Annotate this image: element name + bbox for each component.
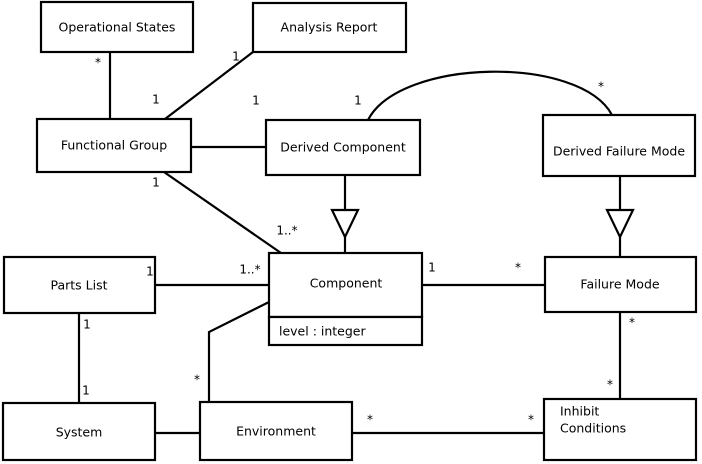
class-label-failure-mode: Failure Mode [580,277,659,292]
class-component[interactable]: Component level : integer [267,251,424,347]
multiplicity-layer: * 1 1 1 1 * 1 1..* 1 1..* 1 * 1 * 1 * * … [82,50,635,427]
class-environment[interactable]: Environment [198,400,354,462]
assoc-component-environment[interactable] [207,301,270,402]
multiplicity-environment-inhibit-conditions-near-inhibit: * [528,413,534,427]
gen-arrowhead-failure-mode [605,208,635,240]
multiplicity-derived-component-derived-failure-mode: 1 [354,94,362,108]
multiplicity-parts-list-system-near-parts-list: 1 [83,318,91,332]
class-box-functional-group[interactable] [35,117,193,174]
class-operational-states[interactable]: Operational States [39,0,195,54]
class-system[interactable]: System [1,401,157,462]
multiplicity-derived-failure-mode-derived-component: * [598,80,604,94]
generalization-layer [330,175,635,257]
class-label-inhibit-conditions-line2: Conditions [560,421,626,436]
association-layer [77,51,622,435]
class-box-inhibit-conditions[interactable] [542,397,698,462]
class-label-component: Component [310,276,383,291]
multiplicity-parts-list-component-near-parts-list: 1 [146,265,154,279]
class-box-derived-failure-mode[interactable] [541,113,697,178]
class-label-parts-list: Parts List [50,278,107,293]
assoc-functional-group-analysis-report[interactable] [164,51,254,120]
class-functional-group[interactable]: Functional Group [35,117,193,174]
multiplicity-environment-inhibit-conditions-near-environment: * [367,413,373,427]
multiplicity-functional-group-analysis-report-near-report: 1 [232,50,240,64]
class-box-derived-component[interactable] [264,118,422,177]
multiplicity-failure-mode-inhibit-conditions-near-failure-mode: * [629,316,635,330]
assoc-derived-component-derived-failure-mode[interactable] [367,70,613,121]
class-box-analysis-report[interactable] [251,1,408,54]
class-attribute-component-level: level : integer [279,324,366,339]
multiplicity-operational-states-functional-group: * [95,56,101,70]
multiplicity-component-functional-group: 1..* [276,224,297,238]
multiplicity-parts-list-system-near-system: 1 [82,384,90,398]
class-box-environment[interactable] [198,400,354,462]
multiplicity-functional-group-analysis-report-near-group: 1 [152,93,160,107]
class-label-functional-group: Functional Group [61,138,167,153]
class-label-environment: Environment [236,424,316,439]
multiplicity-parts-list-component-near-component: 1..* [239,263,260,277]
class-parts-list[interactable]: Parts List [2,255,157,315]
gen-arrowhead-component [330,208,360,240]
multiplicity-component-environment-near-environment: * [194,373,200,387]
multiplicity-component-failure-mode-near-failure-mode: * [515,261,521,275]
class-failure-mode[interactable]: Failure Mode [543,255,698,314]
class-box-parts-list[interactable] [2,255,157,315]
class-inhibit-conditions[interactable]: Inhibit Conditions [542,397,698,462]
class-box-system[interactable] [1,401,157,462]
class-label-analysis-report: Analysis Report [281,20,378,35]
class-label-derived-failure-mode: Derived Failure Mode [553,144,685,159]
class-label-inhibit-conditions-line1: Inhibit [560,404,599,419]
multiplicity-component-failure-mode-near-component: 1 [428,261,436,275]
class-analysis-report[interactable]: Analysis Report [251,1,408,54]
class-box-operational-states[interactable] [39,0,195,54]
class-label-derived-component: Derived Component [280,140,406,155]
class-derived-component[interactable]: Derived Component [264,118,422,177]
multiplicity-functional-group-component: 1 [152,176,160,190]
assoc-functional-group-component[interactable] [163,171,282,254]
class-box-failure-mode[interactable] [543,255,698,314]
class-label-system: System [56,425,103,440]
class-box-component[interactable] [267,251,424,319]
multiplicity-failure-mode-inhibit-conditions-near-inhibit: * [607,378,613,392]
multiplicity-functional-group-derived-component: 1 [252,94,260,108]
class-label-operational-states: Operational States [59,20,176,35]
class-derived-failure-mode[interactable]: Derived Failure Mode [541,113,697,178]
class-attributes-compartment-component[interactable] [267,315,424,347]
